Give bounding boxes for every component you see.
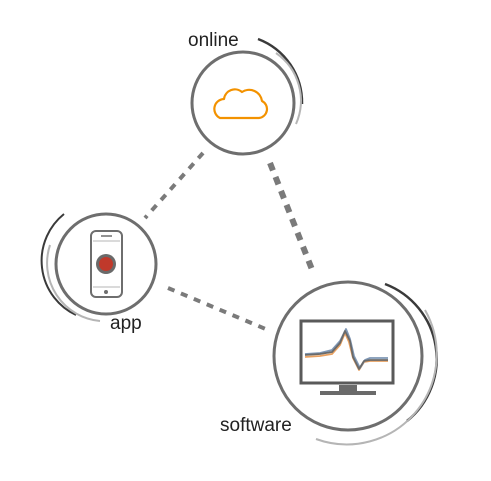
orbit-arc-online-inner	[275, 52, 302, 125]
waveform-orange	[304, 332, 388, 371]
node-label-app: app	[110, 313, 142, 334]
orbit-arc-app-outer	[40, 213, 77, 316]
waveform-gray	[304, 330, 388, 370]
monitor-stand	[339, 385, 357, 391]
node-online	[190, 37, 304, 156]
connectors	[143, 151, 316, 332]
node-circle-online	[190, 50, 296, 156]
smartphone-icon	[90, 230, 123, 298]
connector-app-software	[167, 286, 269, 332]
node-label-software: software	[220, 415, 292, 436]
orbit-arc-software-inner	[315, 309, 438, 446]
monitor-waveform-icon	[299, 319, 395, 395]
monitor-base	[320, 391, 376, 395]
connector-online-software	[267, 161, 316, 274]
node-app	[40, 212, 158, 322]
node-label-online: online	[188, 30, 239, 51]
orbit-arc-app-inner	[46, 244, 101, 322]
record-button-icon	[96, 254, 116, 274]
node-software	[272, 280, 438, 446]
cloud-icon	[213, 88, 269, 120]
connector-online-app	[143, 151, 205, 220]
